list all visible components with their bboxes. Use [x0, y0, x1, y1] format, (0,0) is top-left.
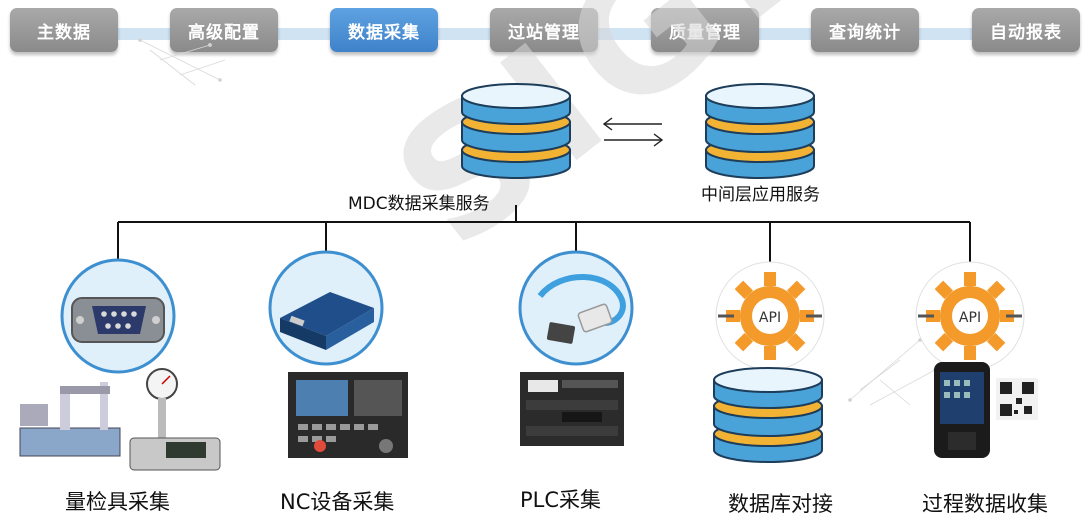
middle-server-label: 中间层应用服务 — [701, 185, 820, 205]
category-label-nc: NC设备采集 — [280, 490, 395, 514]
ethernet-cable-icon — [518, 250, 634, 366]
tab-quality-mgmt[interactable]: 质量管理 — [651, 8, 759, 52]
serial-server-icon — [268, 250, 384, 366]
tab-auto-report[interactable]: 自动报表 — [972, 8, 1080, 52]
database-icon — [713, 367, 823, 463]
api-gear-icon — [915, 261, 1025, 371]
tab-data-collection[interactable]: 数据采集 — [330, 8, 438, 52]
serial-port-icon — [60, 258, 176, 374]
qr-code-icon — [996, 378, 1038, 420]
api-badge-text: API — [959, 310, 981, 326]
plc-device-icon — [520, 372, 624, 446]
measuring-instruments-icon — [19, 368, 221, 471]
category-label-gauge: 量检具采集 — [65, 490, 170, 514]
tab-station-mgmt[interactable]: 过站管理 — [490, 8, 598, 52]
category-label-database: 数据库对接 — [728, 492, 833, 516]
tab-query-stats[interactable]: 查询统计 — [811, 8, 919, 52]
mdc-server-label: MDC数据采集服务 — [348, 194, 490, 214]
tab-advanced-config[interactable]: 高级配置 — [170, 8, 278, 52]
api-badge-text: API — [759, 310, 781, 326]
category-label-process-data: 过程数据收集 — [922, 492, 1048, 516]
bidirectional-arrow-icon — [602, 117, 664, 147]
cnc-controller-icon — [288, 372, 408, 458]
api-gear-icon — [715, 261, 825, 371]
category-label-plc: PLC采集 — [520, 488, 602, 512]
tab-master-data[interactable]: 主数据 — [10, 8, 118, 52]
handheld-scanner-icon — [934, 362, 990, 458]
